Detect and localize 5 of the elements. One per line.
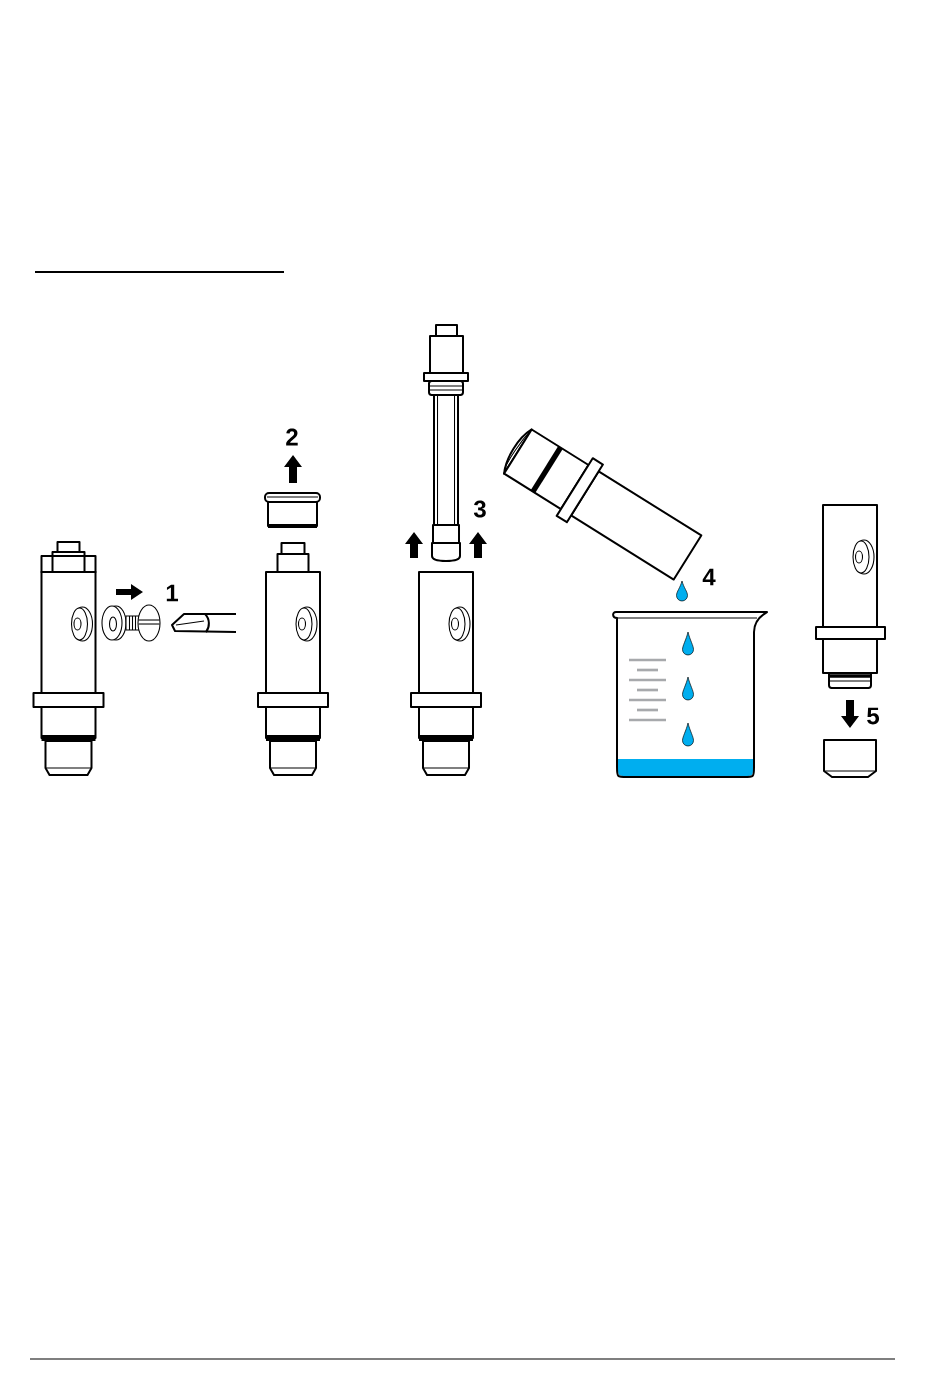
step-number: 4 bbox=[702, 568, 716, 586]
step-number: 1 bbox=[166, 584, 178, 602]
step-number: 2 bbox=[286, 428, 298, 446]
step-number: 3 bbox=[473, 500, 486, 518]
step-number: 5 bbox=[867, 707, 880, 725]
